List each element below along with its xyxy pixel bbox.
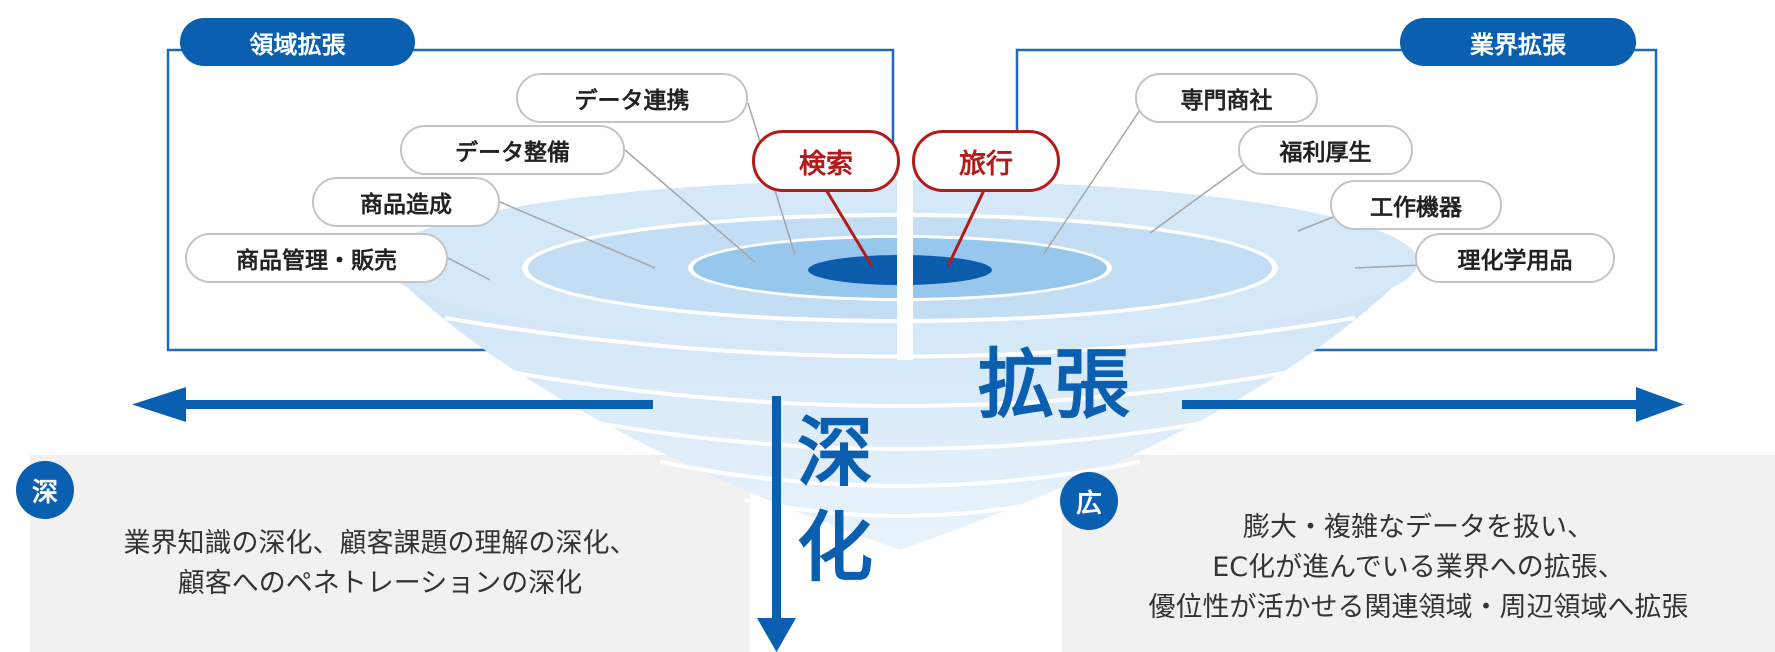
broaden-line-3: 優位性が活かせる関連領域・周辺領域へ拡張 <box>1148 592 1689 623</box>
broaden-line-2: EC化が進んでいる業界への拡張、 <box>1212 552 1625 583</box>
funnel-rings <box>444 316 1356 518</box>
deepen-description: 業界知識の深化、顧客課題の理解の深化、 顧客へのペネトレーションの深化 <box>30 524 730 604</box>
core-connectors <box>823 187 987 267</box>
deepen-panel <box>30 455 750 652</box>
label-product-management-sales: 商品管理・販売 <box>185 233 448 283</box>
expand-label: 拡張 <box>978 340 1130 429</box>
deepen-line-1: 業界知識の深化、顧客課題の理解の深化、 <box>123 528 637 559</box>
label-machine-tools: 工作機器 <box>1330 180 1502 230</box>
horizontal-arrow <box>132 387 1684 422</box>
broaden-panel <box>1062 455 1775 652</box>
broaden-badge: 広 <box>1060 472 1118 530</box>
core-tag-travel: 旅行 <box>912 130 1060 192</box>
vertical-arrow <box>757 396 796 652</box>
center-divider <box>897 150 913 360</box>
deepen-label-top: 深 <box>797 408 873 497</box>
label-lab-supplies: 理化学用品 <box>1415 233 1615 283</box>
broaden-line-1: 膨大・複雑なデータを扱い、 <box>1243 512 1594 543</box>
label-specialized-trading: 専門商社 <box>1135 73 1318 123</box>
deepen-badge: 深 <box>16 461 74 519</box>
label-data-preparation: データ整備 <box>400 125 625 175</box>
right-frame-title: 業界拡張 <box>1400 18 1636 66</box>
label-data-integration: データ連携 <box>516 73 748 123</box>
deepen-label-bottom: 化 <box>797 503 873 592</box>
deepen-line-2: 顧客へのペネトレーションの深化 <box>177 568 583 599</box>
left-frame-title: 領域拡張 <box>180 18 415 66</box>
label-product-creation: 商品造成 <box>312 177 500 227</box>
broaden-description: 膨大・複雑なデータを扱い、 EC化が進んでいる業界への拡張、 優位性が活かせる関… <box>1062 508 1775 628</box>
label-employee-benefits: 福利厚生 <box>1238 125 1413 175</box>
core-tag-search: 検索 <box>752 130 900 192</box>
